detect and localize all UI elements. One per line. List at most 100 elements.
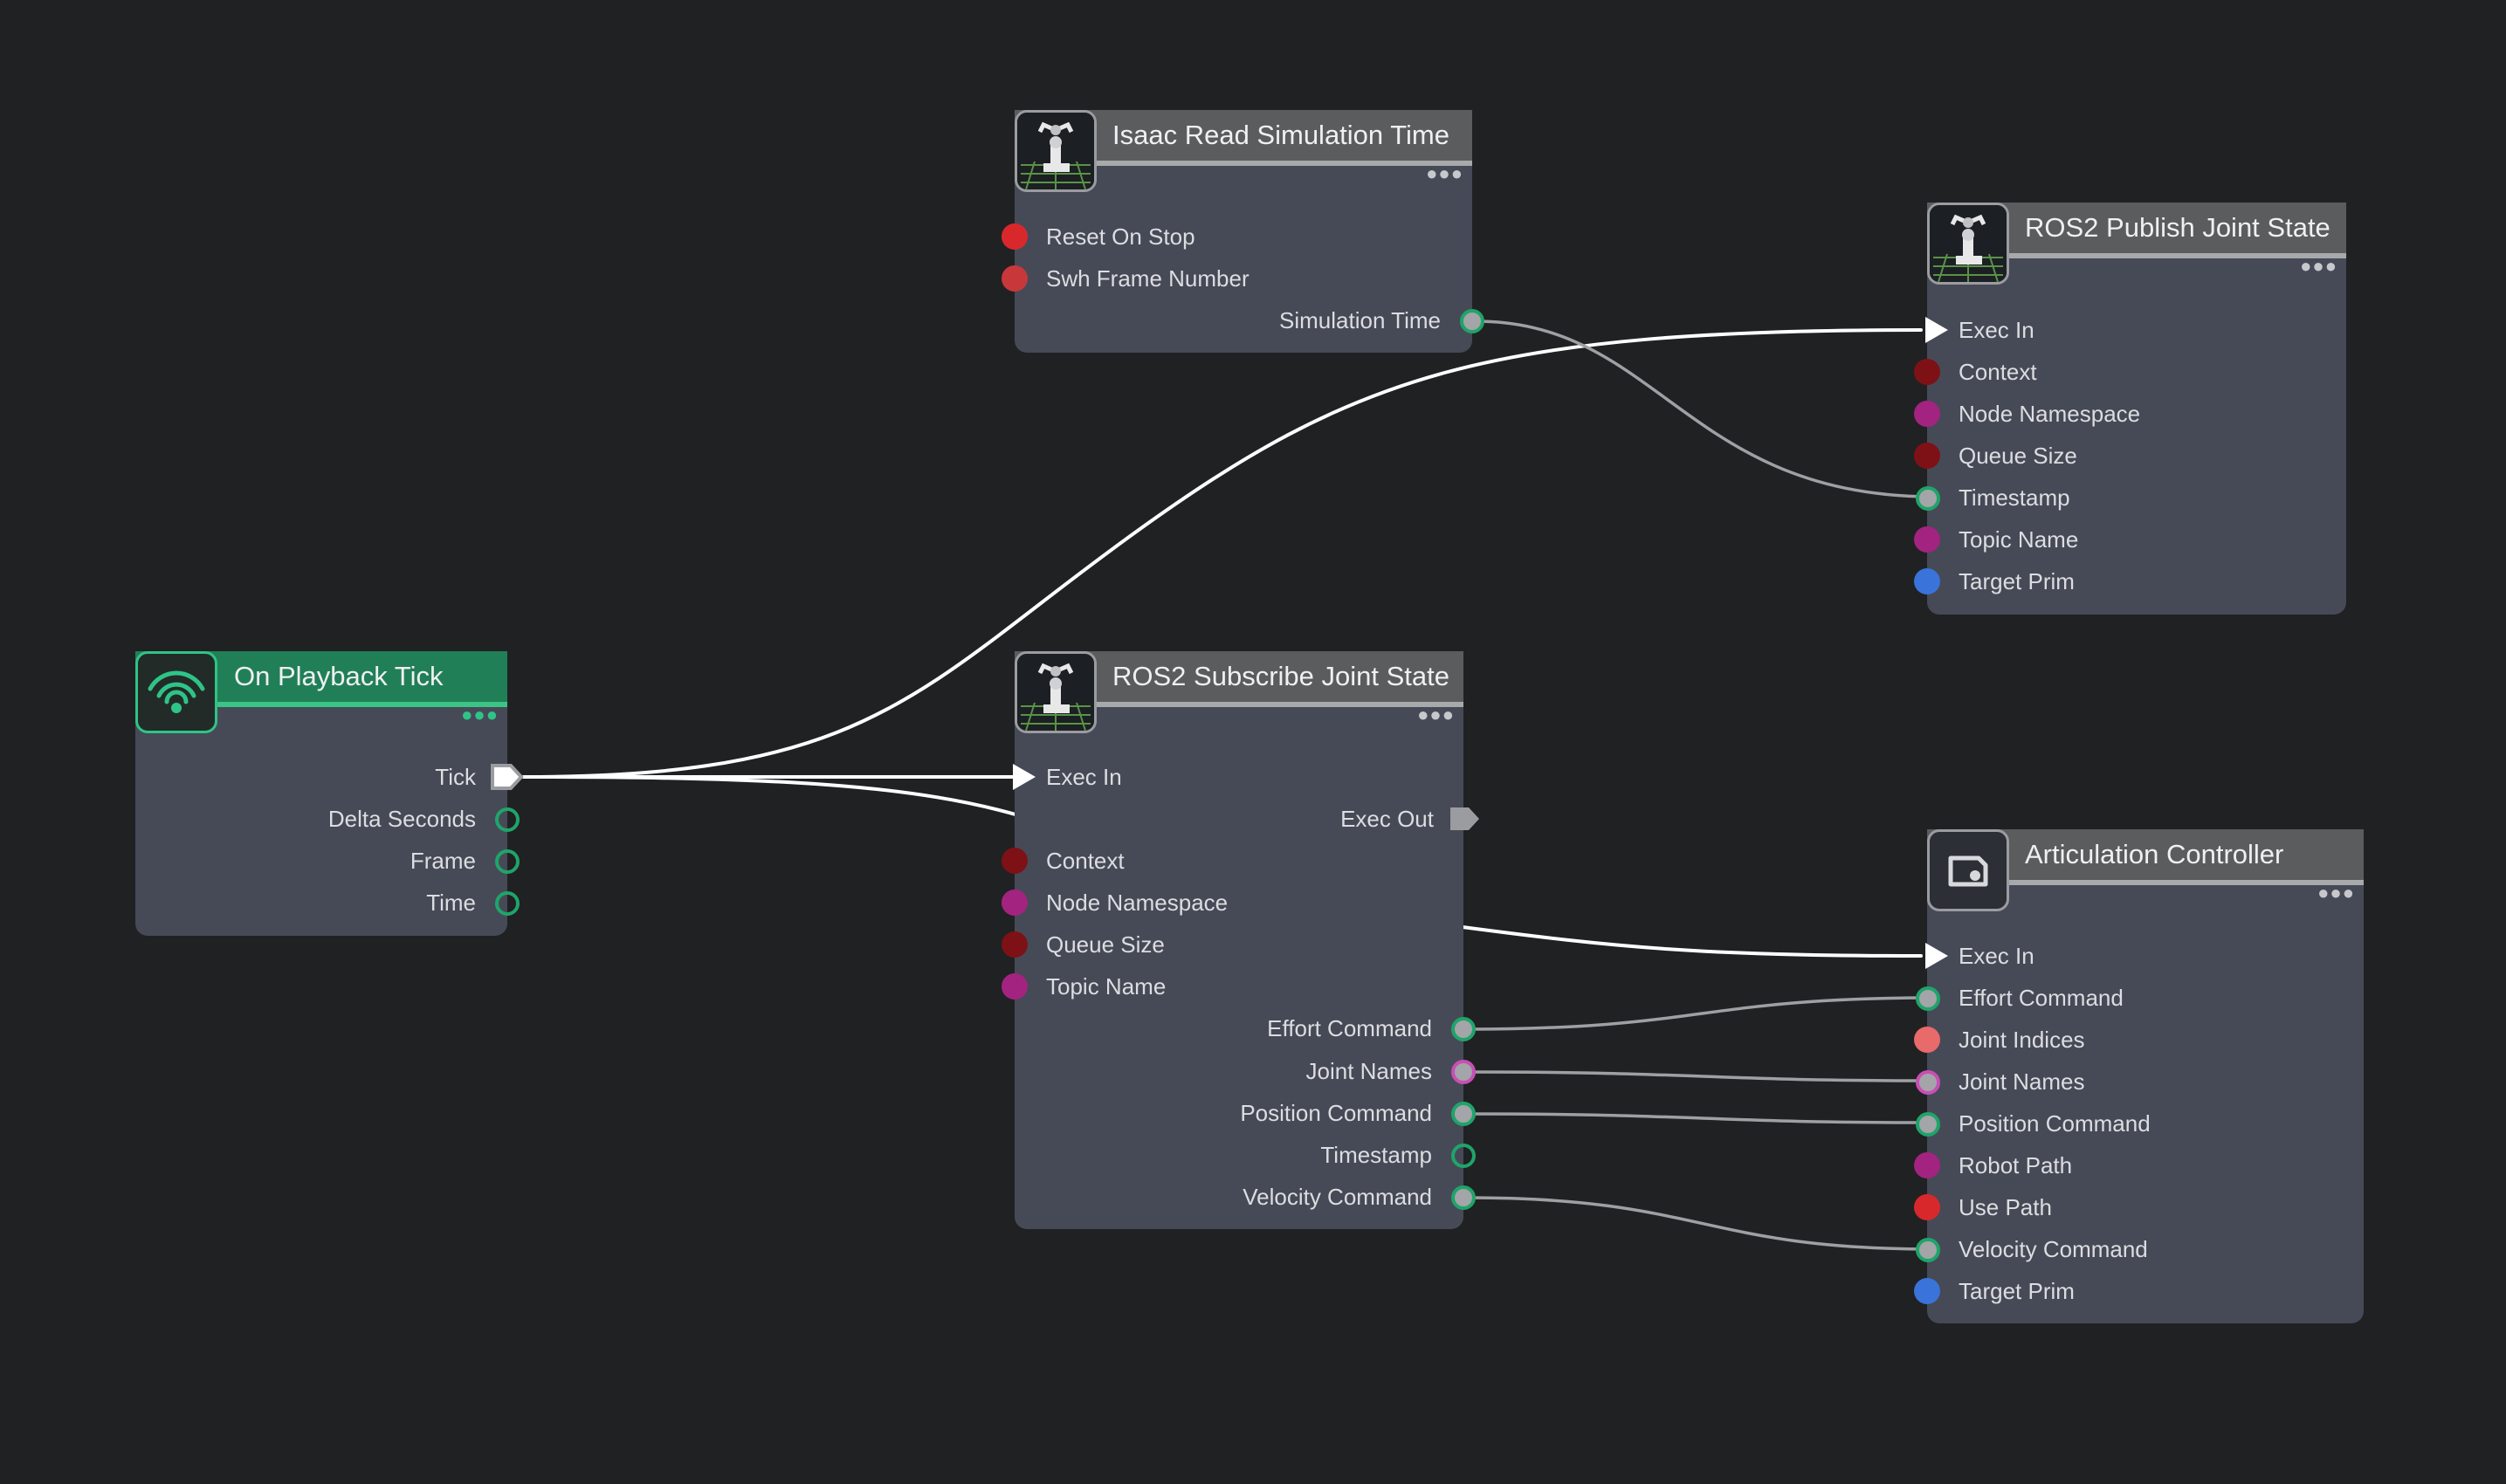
exec-in-pin-icon[interactable]	[1922, 941, 1953, 971]
data-pin-icon[interactable]	[1002, 890, 1028, 916]
input-context[interactable]: Context	[1002, 846, 1463, 876]
data-pin-icon[interactable]	[1916, 986, 1940, 1011]
input-robot-path[interactable]: Robot Path	[1914, 1151, 2364, 1180]
input-reset-on-stop[interactable]: Reset On Stop	[1002, 222, 1472, 251]
output-exec-out[interactable]: Exec Out	[1015, 804, 1479, 834]
exec-out-pin-icon[interactable]	[1448, 806, 1483, 832]
output-effort-command[interactable]: Effort Command	[1015, 1013, 1476, 1043]
data-pin-icon[interactable]	[1914, 359, 1940, 385]
wire-simtime-to-timestamp[interactable]	[1474, 319, 1936, 498]
port-label: Velocity Command	[1959, 1236, 2148, 1262]
port-label: Timestamp	[1959, 484, 2070, 511]
node-ros2-subscribe-joint-state[interactable]: ROS2 Subscribe Joint State ●●● Exec In E…	[1002, 651, 1479, 1229]
input-velocity-command[interactable]: Velocity Command	[1916, 1234, 2364, 1264]
port-label: Simulation Time	[1279, 307, 1441, 333]
node-menu-icon[interactable]: ●●●	[2300, 255, 2337, 277]
output-tick[interactable]: Tick	[135, 762, 524, 792]
data-pin-icon[interactable]	[1914, 1152, 1940, 1178]
node-menu-icon[interactable]: ●●●	[2317, 882, 2355, 903]
node-ros2-publish-joint-state[interactable]: ROS2 Publish Joint State ●●● Exec In Con…	[1914, 203, 2346, 615]
input-node-namespace[interactable]: Node Namespace	[1002, 888, 1463, 917]
port-label: Queue Size	[1959, 443, 2077, 469]
data-pin-icon[interactable]	[1914, 526, 1940, 553]
data-pin-icon[interactable]	[495, 849, 520, 874]
input-target-prim[interactable]: Target Prim	[1914, 1276, 2364, 1306]
output-simulation-time[interactable]: Simulation Time	[1015, 306, 1484, 335]
output-velocity-command[interactable]: Velocity Command	[1015, 1182, 1476, 1212]
wire-joint-names[interactable]	[1465, 1070, 1936, 1082]
port-label: Context	[1959, 359, 2037, 385]
data-pin-icon[interactable]	[1914, 1194, 1940, 1220]
data-pin-icon[interactable]	[1002, 848, 1028, 874]
data-pin-icon[interactable]	[1451, 1144, 1476, 1168]
data-pin-icon[interactable]	[1916, 1238, 1940, 1262]
exec-out-pin-icon[interactable]	[490, 764, 525, 790]
input-use-path[interactable]: Use Path	[1914, 1192, 2364, 1222]
node-on-playback-tick[interactable]: On Playback Tick ●●● Tick Delta Seconds …	[135, 651, 524, 936]
port-label: Exec In	[1959, 943, 2034, 969]
input-joint-indices[interactable]: Joint Indices	[1914, 1025, 2364, 1055]
data-pin-icon[interactable]	[1002, 973, 1028, 1000]
wire-tick-to-articulation-exec-b[interactable]	[1461, 925, 1923, 958]
data-pin-icon[interactable]	[1914, 401, 1940, 427]
wire-tick-to-articulation-exec-a[interactable]	[522, 775, 1023, 818]
data-pin-icon[interactable]	[1002, 223, 1028, 250]
input-context[interactable]: Context	[1914, 357, 2346, 387]
data-pin-icon[interactable]	[1914, 443, 1940, 469]
input-topic-name[interactable]: Topic Name	[1002, 972, 1463, 1001]
input-exec-in[interactable]: Exec In	[1013, 762, 1463, 792]
output-time[interactable]: Time	[135, 888, 520, 917]
port-label: Joint Names	[1959, 1068, 2085, 1095]
port-label: Topic Name	[1959, 526, 2079, 553]
node-menu-icon[interactable]: ●●●	[1417, 704, 1455, 725]
wire-effort-command[interactable]	[1465, 996, 1936, 1031]
output-delta-seconds[interactable]: Delta Seconds	[135, 804, 520, 834]
data-pin-icon[interactable]	[1916, 1112, 1940, 1137]
input-node-namespace[interactable]: Node Namespace	[1914, 399, 2346, 429]
data-pin-icon[interactable]	[1914, 1027, 1940, 1053]
input-timestamp[interactable]: Timestamp	[1916, 483, 2346, 512]
input-queue-size[interactable]: Queue Size	[1914, 441, 2346, 471]
input-position-command[interactable]: Position Command	[1916, 1109, 2364, 1138]
input-swh-frame-number[interactable]: Swh Frame Number	[1002, 264, 1472, 293]
exec-in-pin-icon[interactable]	[1922, 315, 1953, 345]
output-frame[interactable]: Frame	[135, 846, 520, 876]
input-target-prim[interactable]: Target Prim	[1914, 567, 2346, 596]
input-effort-command[interactable]: Effort Command	[1916, 983, 2364, 1013]
data-pin-icon[interactable]	[1451, 1102, 1476, 1126]
input-topic-name[interactable]: Topic Name	[1914, 525, 2346, 554]
input-exec-in[interactable]: Exec In	[1925, 315, 2346, 345]
data-pin-icon[interactable]	[1916, 486, 1940, 511]
data-pin-icon[interactable]	[1460, 309, 1484, 333]
exec-in-pin-icon[interactable]	[1009, 762, 1041, 792]
data-pin-icon[interactable]	[1002, 265, 1028, 292]
wireless-broadcast-icon	[135, 651, 217, 733]
port-label: Node Namespace	[1046, 890, 1229, 916]
output-joint-names[interactable]: Joint Names	[1015, 1056, 1476, 1086]
input-exec-in[interactable]: Exec In	[1925, 941, 2364, 971]
data-pin-icon[interactable]	[495, 807, 520, 832]
output-timestamp[interactable]: Timestamp	[1015, 1140, 1476, 1170]
data-pin-icon[interactable]	[1451, 1017, 1476, 1041]
node-menu-icon[interactable]: ●●●	[461, 704, 499, 725]
node-menu-icon[interactable]: ●●●	[1426, 162, 1463, 184]
data-pin-icon[interactable]	[1914, 1278, 1940, 1304]
data-pin-icon[interactable]	[1451, 1060, 1476, 1084]
data-pin-icon[interactable]	[495, 891, 520, 916]
port-label: Delta Seconds	[327, 806, 476, 832]
output-position-command[interactable]: Position Command	[1015, 1098, 1476, 1128]
data-pin-icon[interactable]	[1002, 931, 1028, 958]
port-label: Reset On Stop	[1046, 223, 1195, 250]
port-label: Joint Indices	[1959, 1027, 2085, 1053]
node-isaac-read-simulation-time[interactable]: Isaac Read Simulation Time ●●● Reset On …	[1002, 110, 1484, 353]
wire-velocity-command[interactable]	[1465, 1196, 1936, 1251]
port-label: Exec In	[1959, 317, 2034, 343]
data-pin-icon[interactable]	[1914, 568, 1940, 594]
input-queue-size[interactable]: Queue Size	[1002, 930, 1463, 959]
port-label: Position Command	[1959, 1110, 2151, 1137]
input-joint-names[interactable]: Joint Names	[1916, 1067, 2364, 1096]
node-articulation-controller[interactable]: Articulation Controller ●●● Exec In Effo…	[1914, 829, 2364, 1323]
data-pin-icon[interactable]	[1916, 1070, 1940, 1095]
wire-position-command[interactable]	[1465, 1112, 1936, 1124]
data-pin-icon[interactable]	[1451, 1185, 1476, 1210]
